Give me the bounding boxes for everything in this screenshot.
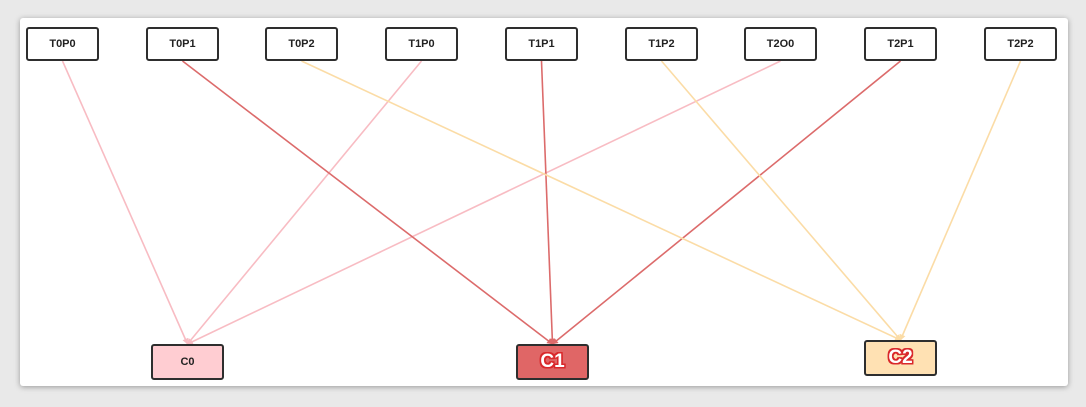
edge-s6-to-c0 [186,60,781,345]
edge-s0-to-c0 [61,60,189,345]
edge-s5-to-c2 [660,60,902,341]
edge-s3-to-c0 [186,60,423,345]
source-node-t2p2[interactable]: T2P2 [984,27,1057,61]
consumer-node-c2[interactable]: C2 [864,340,937,376]
consumer-node-c1[interactable]: C1 [516,344,589,380]
source-node-t1p2[interactable]: T1P2 [625,27,698,61]
edges-layer [61,60,1022,345]
source-node-t1p1[interactable]: T1P1 [505,27,578,61]
edge-s4-to-c1 [540,60,556,345]
source-node-t0p0[interactable]: T0P0 [26,27,99,61]
edge-s2-to-c2 [301,60,902,341]
diagram-canvas: T0P0 T0P1 T0P2 T1P0 T1P1 T1P2 T2O0 T2P1 … [20,18,1068,386]
source-node-t2p1[interactable]: T2P1 [864,27,937,61]
source-node-t0p1[interactable]: T0P1 [146,27,219,61]
consumer-node-c0[interactable]: C0 [151,344,224,380]
edge-s1-to-c1 [182,60,553,345]
source-node-t2o0[interactable]: T2O0 [744,27,817,61]
edge-s7-to-c1 [551,60,902,345]
source-node-t0p2[interactable]: T0P2 [265,27,338,61]
source-node-t1p0[interactable]: T1P0 [385,27,458,61]
edge-s8-to-c2 [899,60,1022,341]
